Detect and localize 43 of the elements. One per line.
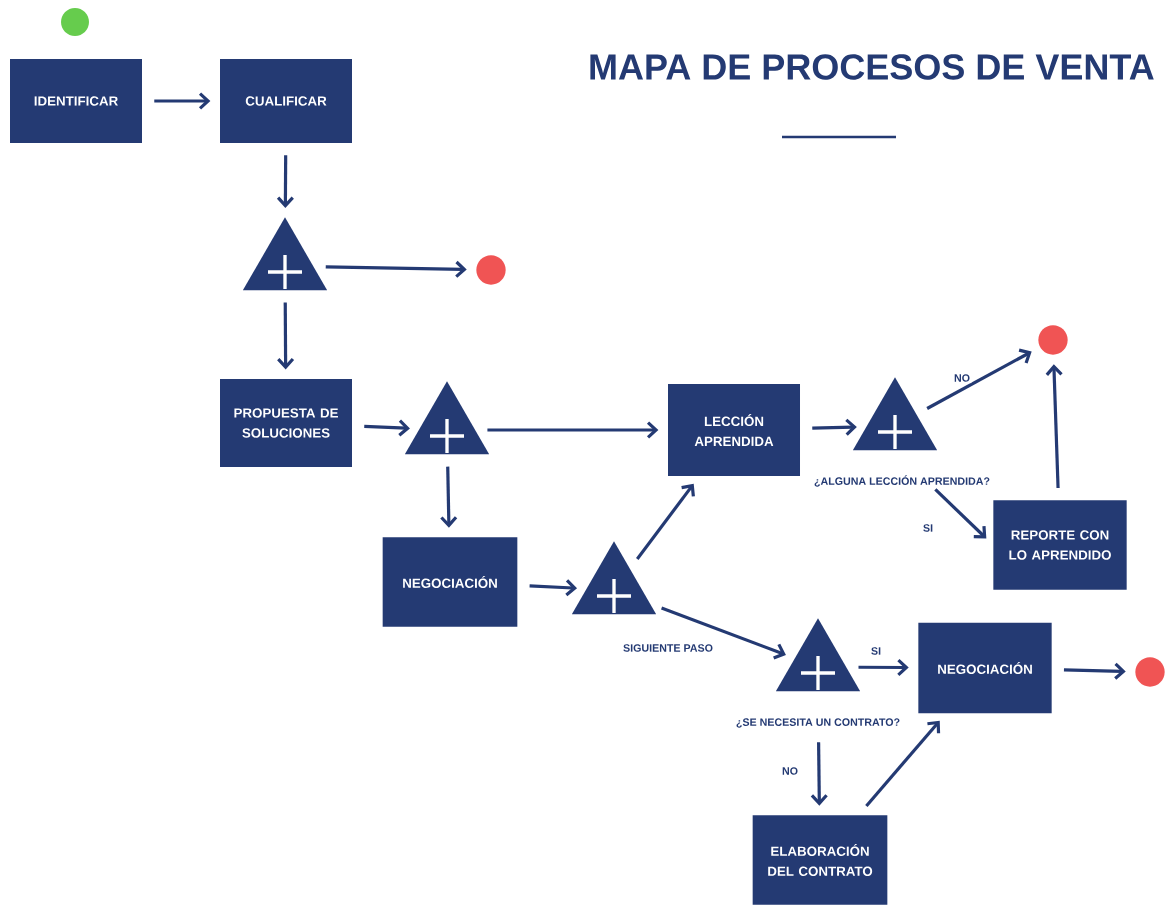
end-circle	[1135, 657, 1165, 687]
arrow	[154, 92, 211, 110]
arrow	[276, 155, 294, 208]
question-label: ¿SE NECESITA UN CONTRATO?	[736, 718, 900, 728]
process-box: REPORTE CON LO APRENDIDO	[993, 500, 1127, 590]
arrow	[277, 302, 295, 370]
gateway-triangle	[852, 377, 938, 451]
process-box: ELABORACIÓN DEL CONTRATO	[752, 815, 888, 905]
arrow	[810, 742, 828, 806]
arrow	[934, 488, 987, 539]
arrow	[487, 421, 659, 439]
end-circle	[476, 255, 506, 285]
start-circle	[61, 8, 89, 36]
edge-label: SI	[871, 647, 881, 655]
arrow	[812, 418, 857, 436]
end-circle	[1038, 325, 1068, 355]
arrow	[364, 419, 410, 437]
question-label: ¿ALGUNA LECCIÓN APRENDIDA?	[814, 475, 990, 487]
process-box: PROPUESTA DE SOLUCIONES	[220, 379, 352, 467]
process-box: LECCIÓN APRENDIDA	[668, 384, 800, 476]
arrow	[325, 260, 467, 278]
edge-label: NO	[782, 767, 798, 775]
arrow	[926, 348, 1032, 410]
arrow	[529, 579, 578, 597]
title: MAPA DE PROCESOS DE VENTA	[590, 54, 1154, 80]
edge-label: SIGUIENTE PASO	[623, 644, 713, 652]
process-box: NEGOCIACIÓN	[918, 622, 1052, 714]
arrow	[440, 466, 458, 528]
arrow	[636, 483, 695, 560]
gateway-triangle	[242, 217, 328, 291]
gateway-triangle	[404, 381, 490, 455]
process-box: CUALIFICAR	[220, 59, 352, 143]
edge-label: SI	[923, 524, 933, 532]
arrow	[1063, 662, 1126, 680]
process-box: NEGOCIACIÓN	[382, 537, 518, 627]
arrow	[865, 720, 941, 807]
gateway-triangle	[571, 541, 657, 615]
arrow	[661, 606, 786, 660]
arrow	[858, 658, 909, 676]
arrow	[1045, 364, 1063, 489]
gateway-triangle	[775, 618, 861, 692]
process-box: IDENTIFICAR	[10, 59, 142, 143]
edge-label: NO	[954, 374, 970, 382]
